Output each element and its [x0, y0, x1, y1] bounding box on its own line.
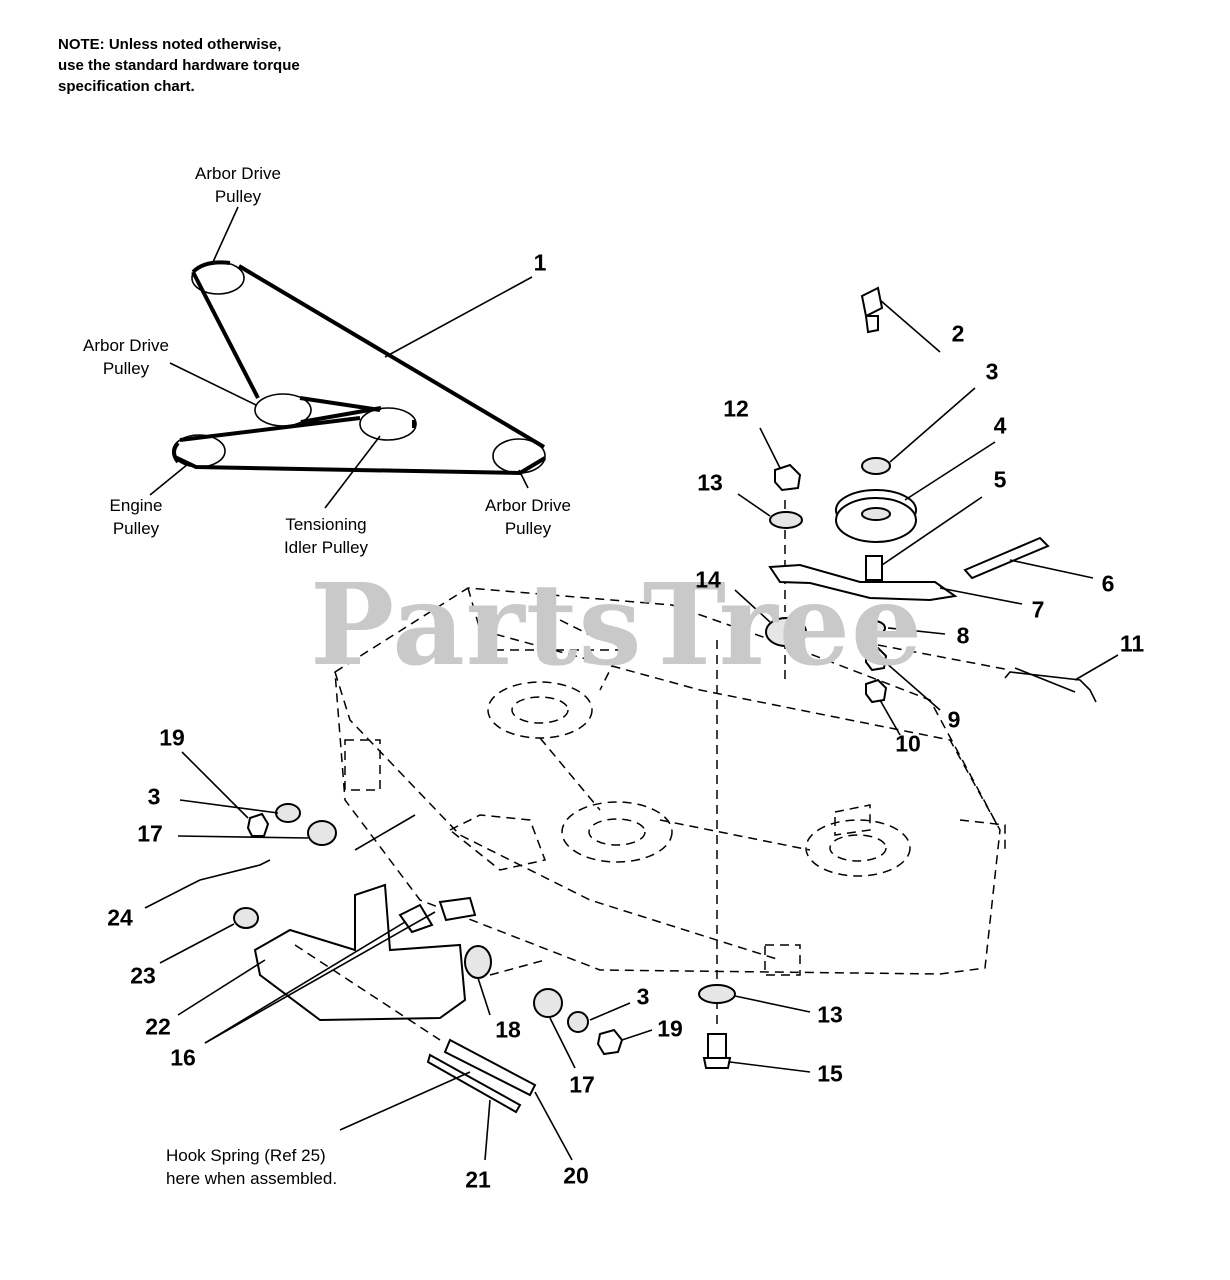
callout-17b: 17 [569, 1071, 595, 1098]
hook-note-line-1: Hook Spring (Ref 25) [166, 1146, 326, 1165]
callout-8: 8 [956, 622, 970, 649]
label-arbor-top: Arbor Drive Pulley [195, 162, 281, 208]
callout-13b: 13 [817, 1001, 843, 1028]
belt-guide-6 [963, 536, 1050, 580]
washer-3-right [567, 1011, 589, 1033]
nut-10 [865, 678, 888, 704]
idler-arm-7 [768, 563, 958, 602]
callout-17a: 17 [137, 820, 163, 847]
watermark: PartsTree [310, 560, 924, 691]
tensioning-idler-pulley [359, 407, 417, 441]
idler-assembly [698, 286, 1097, 1069]
spring-24 [189, 859, 271, 886]
label-arbor-mid-line-2: Pulley [102, 359, 150, 378]
callout-3b: 3 [147, 783, 161, 810]
pin-20 [443, 1038, 537, 1097]
callout-3a: 3 [985, 358, 999, 385]
locknut-9 [865, 646, 888, 672]
note-line-1: NOTE: Unless noted otherwise, [58, 36, 282, 53]
label-arbor-mid: Arbor Drive Pulley [83, 334, 169, 380]
label-engine-pulley: Engine Pulley [110, 494, 163, 540]
callout-23: 23 [130, 962, 156, 989]
rod-21 [426, 1053, 522, 1114]
callout-4: 4 [993, 412, 1007, 439]
label-tensioning-idler: Tensioning Idler Pulley [284, 513, 368, 559]
label-arbor-right-line-1: Arbor Drive [485, 496, 571, 515]
washer-13-lower [698, 984, 736, 1004]
callout-7: 7 [1031, 596, 1045, 623]
washer-3-left [275, 803, 301, 823]
bolt-2 [860, 286, 884, 334]
bolt-16 [398, 903, 434, 934]
washer-18 [464, 945, 492, 979]
bolt-15 [707, 1033, 727, 1059]
note-line-2: use the standard hardware torque [58, 57, 300, 74]
callout-3c: 3 [636, 983, 650, 1010]
label-engine-line-2: Pulley [112, 519, 160, 538]
spacer-14 [765, 617, 807, 647]
label-arbor-mid-line-1: Arbor Drive [83, 336, 169, 355]
spacer-5 [865, 555, 883, 581]
belt-routing-diagram [149, 206, 547, 509]
mower-deck [334, 587, 1006, 976]
label-engine-line-1: Engine [109, 496, 163, 515]
locknut-19-right [596, 1028, 624, 1056]
drive-belt [174, 260, 547, 476]
callout-12: 12 [723, 395, 749, 422]
callout-16: 16 [170, 1044, 196, 1071]
callout-22: 22 [145, 1013, 171, 1040]
callout-15: 15 [817, 1060, 843, 1087]
callout-19a: 19 [159, 724, 185, 751]
callout-19b: 19 [657, 1015, 683, 1042]
label-tensioning-line-2: Idler Pulley [283, 538, 369, 557]
spring-11 [1004, 671, 1097, 703]
note-line-3: specification chart. [58, 78, 195, 95]
hook-note-line-2: here when assembled. [166, 1169, 338, 1188]
callout-9: 9 [947, 706, 961, 733]
label-arbor-right: Arbor Drive Pulley [485, 494, 571, 540]
callout-6: 6 [1101, 570, 1115, 597]
locknut-19 [246, 812, 270, 837]
bushing-23 [233, 907, 259, 929]
callout-13a: 13 [697, 469, 723, 496]
callout-21: 21 [465, 1166, 491, 1193]
leader-lines [144, 299, 1119, 1161]
bushing-17-right [533, 988, 563, 1018]
locknut-12 [774, 463, 802, 492]
washer-8 [862, 620, 886, 636]
callout-14: 14 [695, 566, 721, 593]
callout-5: 5 [993, 466, 1007, 493]
washer-13 [769, 511, 803, 529]
label-tensioning-line-1: Tensioning [285, 515, 367, 534]
callout-18: 18 [495, 1016, 521, 1043]
callout-11: 11 [1119, 630, 1145, 657]
bracket-22 [253, 883, 467, 1022]
bracket-assembly [189, 803, 624, 1114]
label-arbor-right-line-2: Pulley [504, 519, 552, 538]
washer-3 [861, 457, 891, 475]
label-arbor-top-line-1: Arbor Drive [195, 164, 281, 183]
callout-2: 2 [951, 320, 965, 347]
hook-spring-note: Hook Spring (Ref 25) here when assembled… [166, 1144, 337, 1190]
bushing-17 [307, 820, 337, 846]
callout-1: 1 [533, 249, 547, 276]
callout-10: 10 [895, 730, 921, 757]
callout-24: 24 [107, 904, 133, 931]
label-arbor-top-line-2: Pulley [214, 187, 262, 206]
callout-20: 20 [563, 1162, 589, 1189]
